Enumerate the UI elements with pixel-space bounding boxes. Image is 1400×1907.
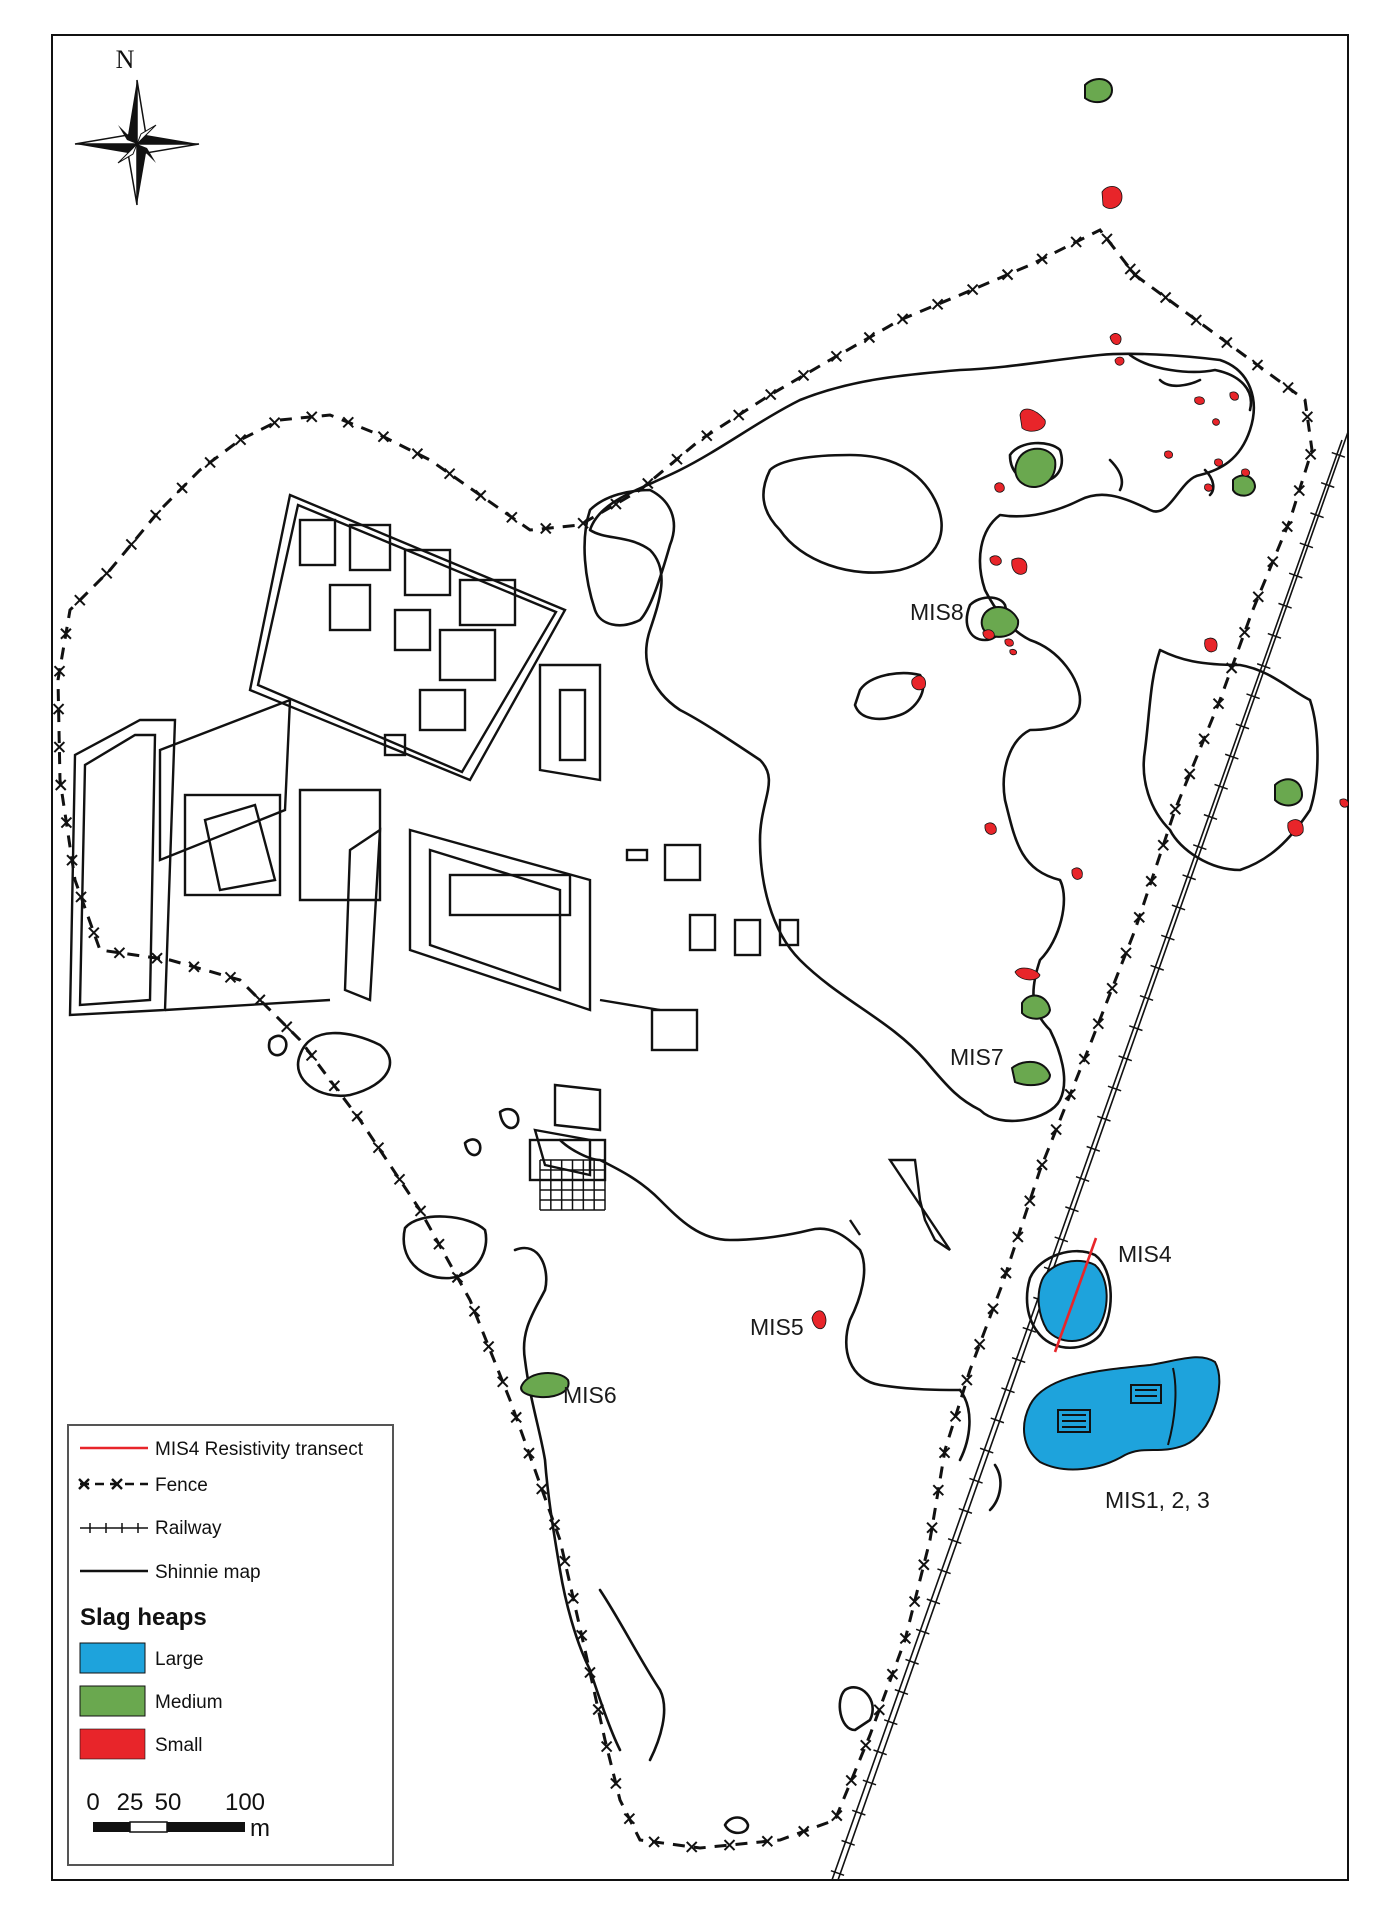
- scale-tick-50: 50: [155, 1789, 182, 1816]
- legend-label-small: Small: [155, 1735, 203, 1756]
- fence-markers: [52, 233, 1317, 1853]
- legend-swatch-medium: [79, 1685, 146, 1717]
- legend-swatch-small: [79, 1728, 146, 1760]
- legend-label-railway: Railway: [155, 1518, 222, 1539]
- label-mis1-2-3: MIS1, 2, 3: [1105, 1487, 1210, 1513]
- legend-railway-symbol: [80, 1523, 148, 1533]
- legend-label-medium: Medium: [155, 1692, 223, 1713]
- legend-label-fence: Fence: [155, 1475, 208, 1496]
- slag-heaps-small: [811, 186, 1349, 1330]
- north-label: N: [116, 45, 135, 74]
- mis4-transect-line: [1053, 1237, 1098, 1353]
- ruin-grid: [539, 1159, 606, 1211]
- legend-label-large: Large: [155, 1649, 204, 1670]
- north-arrow-icon: N: [74, 45, 200, 206]
- railway-line: [830, 431, 1349, 1881]
- label-mis6: MIS6: [563, 1382, 617, 1408]
- fence-line: [56, 228, 1314, 1850]
- legend-fence-symbol: [78, 1478, 148, 1490]
- scale-unit: m: [250, 1815, 270, 1842]
- heap-features: [1057, 1367, 1177, 1446]
- label-mis5: MIS5: [750, 1314, 804, 1340]
- site-ruins: [68, 493, 951, 1251]
- legend-swatch-large: [79, 1642, 146, 1674]
- map-frame: [51, 34, 1349, 1881]
- label-mis4: MIS4: [1118, 1241, 1172, 1267]
- legend-label-transect: MIS4 Resistivity transect: [155, 1439, 364, 1460]
- slag-heaps-medium: [520, 78, 1304, 1399]
- scale-tick-100: 100: [225, 1789, 265, 1816]
- scale-tick-25: 25: [117, 1789, 144, 1816]
- legend-label-shinnie: Shinnie map: [155, 1562, 261, 1583]
- slag-heaps-large: [1023, 1259, 1221, 1471]
- label-mis7: MIS7: [950, 1044, 1004, 1070]
- legend-slag-title: Slag heaps: [80, 1604, 207, 1631]
- legend: MIS4 Resistivity transect Fence Railway …: [67, 1424, 394, 1866]
- scale-tick-0: 0: [86, 1789, 99, 1816]
- label-mis8: MIS8: [910, 599, 964, 625]
- shinnie-map-outlines: [267, 352, 1319, 1835]
- scale-bar: 0 25 50 100 m: [86, 1789, 270, 1842]
